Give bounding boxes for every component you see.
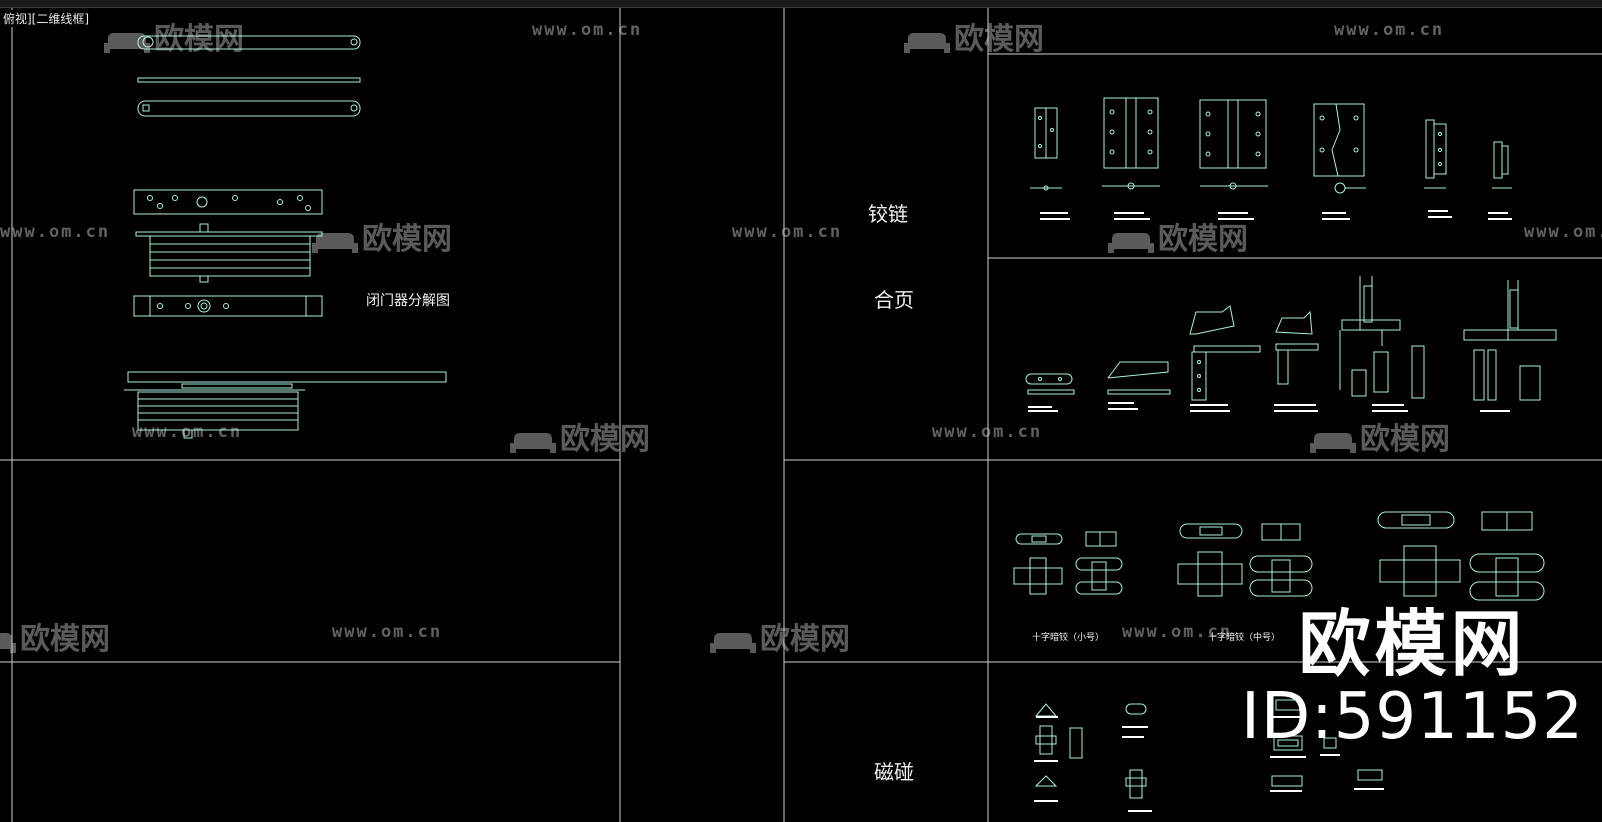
hinge-row-labels [1040,210,1512,220]
hinge-a-label: 铰链 [868,202,908,226]
sofa-icon [0,628,16,654]
viewport-label[interactable]: 俯视][二维线框] [0,10,93,27]
overlay-title: 欧模网 [1298,602,1527,686]
cabinet-hinge-labels [1028,402,1510,412]
sofa-icon [104,28,150,54]
watermark-url: www.om.cn [932,422,1043,442]
watermark-logo: 欧模网 [312,214,452,258]
watermark-logo: 欧模网 [1310,414,1450,458]
hinge-row-drawings [1030,97,1512,194]
watermark-logo-text: 欧模网 [362,222,452,257]
watermark-logo-text: 欧模网 [560,422,650,457]
watermark-url: www.om.cn [1334,20,1445,40]
cross-hinge-drawings [1013,511,1545,601]
sofa-icon [1310,428,1356,454]
sofa-icon [510,428,556,454]
overlay-id: ID:591152 [1240,680,1584,754]
watermark-logo: 欧模网 [904,14,1044,58]
watermark-logo-text: 欧模网 [1158,222,1248,257]
magnet-label: 磁碰 [874,760,914,784]
magnet-labels [1034,716,1384,812]
cabinet-hinge-drawings [1025,276,1557,401]
watermark-url: www.om.cn [0,222,111,242]
watermark-logo: 欧模网 [510,414,650,458]
watermark-url: www.om.cn [532,20,643,40]
cross-medium-caption: 十字暗铰（中号） [1208,633,1281,643]
watermark-logo-text: 欧模网 [154,22,244,57]
closer-exploded-label: 闭门器分解图 [366,293,450,309]
watermark-url: www.om.cn [732,222,843,242]
sofa-icon [904,28,950,54]
cross-small-caption: 十字暗铰（小号） [1032,633,1105,643]
watermark-logo-text: 欧模网 [20,622,110,657]
hinge-b-label: 合页 [874,288,914,312]
sofa-icon [312,228,358,254]
top-toolbar-strip [0,0,1602,8]
sofa-icon [1108,228,1154,254]
door-closer-drawing [124,35,447,439]
watermark-logo: 欧模网 [104,14,244,58]
watermark-overlay: 欧模网 ID:591152 [1241,606,1584,752]
sofa-icon [710,628,756,654]
watermark-url: www.om.cn [132,422,243,442]
watermark-logo-text: 欧模网 [760,622,850,657]
watermark-logo: 欧模网 [710,614,850,658]
watermark-logo: 欧模网 [1108,214,1248,258]
watermark-logo-text: 欧模网 [1360,422,1450,457]
drawing-frames [0,8,1602,822]
watermark-logo: 欧模网 [0,614,110,658]
watermark-url: www.om.cn [1122,622,1233,642]
watermark-logo-text: 欧模网 [954,22,1044,57]
watermark-url: www.om.cn [332,622,443,642]
watermark-url: www.om.cn [1524,222,1602,242]
